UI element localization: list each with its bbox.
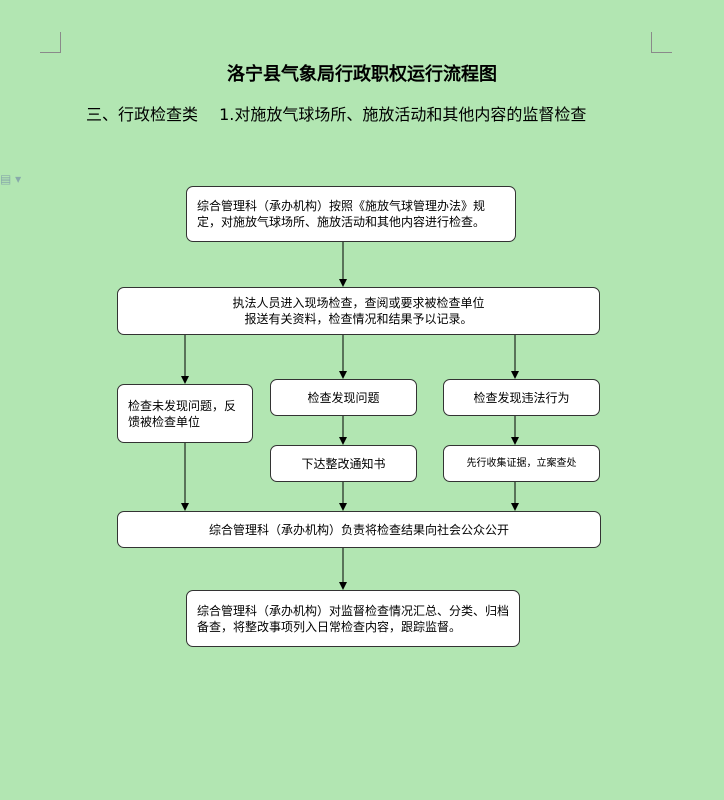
- flow-step-issue-found-text: 检查发现问题: [307, 390, 380, 405]
- flow-step-violation-found: 检查发现违法行为: [443, 379, 600, 416]
- flow-step-publish-results-text: 综合管理科（承办机构）负责将检查结果向社会公众公开: [208, 522, 509, 537]
- flow-step-rectification-notice: 下达整改通知书: [270, 445, 417, 482]
- flow-step-rectification-notice-text: 下达整改通知书: [301, 456, 386, 471]
- flow-step-violation-found-text: 检查发现违法行为: [473, 390, 570, 405]
- document-title: 洛宁县气象局行政职权运行流程图: [227, 64, 497, 85]
- flow-step-collect-evidence: 先行收集证据，立案查处: [443, 445, 600, 482]
- page-corner-mark-top-right: [651, 32, 672, 53]
- flow-step-collect-evidence-text: 先行收集证据，立案查处: [466, 457, 577, 469]
- page-corner-mark-top-left: [40, 32, 61, 53]
- flow-step-no-issue-text: 检查未发现问题，反馈被检查单位: [128, 398, 237, 429]
- subtitle-category: 三、行政检查类: [86, 105, 199, 124]
- document-icon[interactable]: ▤ ▾: [0, 172, 22, 186]
- flow-step-initiate-text: 综合管理科（承办机构）按照《施放气球管理办法》规定，对施放气球场所、施放活动和其…: [197, 199, 486, 229]
- flow-step-issue-found: 检查发现问题: [270, 379, 417, 416]
- flow-step-publish-results: 综合管理科（承办机构）负责将检查结果向社会公众公开: [117, 511, 601, 548]
- document-subtitle: 三、行政检查类 1.对施放气球场所、施放活动和其他内容的监督检查: [86, 101, 602, 125]
- flow-step-archive-supervise: 综合管理科（承办机构）对监督检查情况汇总、分类、归档备查，将整改事项列入日常检查…: [186, 590, 520, 647]
- subtitle-item: 1.对施放气球场所、施放活动和其他内容的监督检查: [219, 105, 587, 124]
- flow-step-archive-supervise-text: 综合管理科（承办机构）对监督检查情况汇总、分类、归档备查，将整改事项列入日常检查…: [197, 603, 510, 634]
- flow-step-onsite-inspection: 执法人员进入现场检查，查阅或要求被检查单位 报送有关资料，检查情况和结果予以记录…: [117, 287, 600, 335]
- flow-step-onsite-inspection-text: 执法人员进入现场检查，查阅或要求被检查单位 报送有关资料，检查情况和结果予以记录…: [232, 296, 485, 326]
- flow-step-no-issue: 检查未发现问题，反馈被检查单位: [117, 384, 253, 443]
- flow-step-initiate: 综合管理科（承办机构）按照《施放气球管理办法》规定，对施放气球场所、施放活动和其…: [186, 186, 516, 242]
